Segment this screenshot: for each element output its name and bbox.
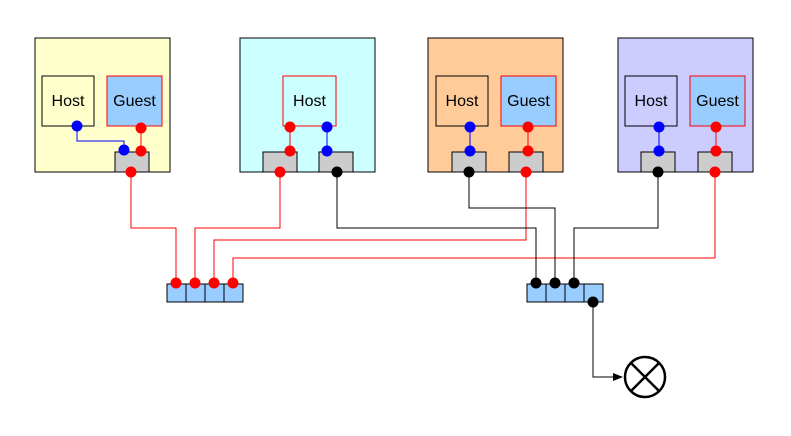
wire-red-m1 (130, 172, 177, 283)
machine-box-2 (239, 37, 376, 173)
wire-black-m4 (573, 172, 659, 283)
host-label-2: Host (293, 93, 326, 110)
dots-red (125, 121, 722, 289)
host-label-4: Host (635, 93, 668, 110)
host-box-2 (282, 75, 337, 127)
host-box-4 (624, 75, 678, 127)
uplink-wire (592, 302, 623, 381)
crossed-circle-icon (623, 355, 667, 399)
wire-red-m2 (194, 172, 281, 283)
guest-label-1: Guest (113, 93, 156, 110)
guest-box-1 (106, 75, 163, 127)
dots-blue (71, 120, 665, 157)
guest-label-4: Guest (696, 93, 739, 110)
host-box-3 (435, 75, 489, 127)
dots-black (331, 166, 664, 308)
wire-red-m4 (232, 172, 716, 283)
host-box-1 (41, 75, 95, 127)
host-label-3: Host (446, 93, 479, 110)
wire-black-m3 (468, 172, 556, 283)
guest-box-4 (689, 75, 746, 127)
guest-box-3 (500, 75, 557, 127)
wire-black-m2 (336, 172, 537, 283)
switch-right (526, 283, 604, 303)
host-label-1: Host (52, 93, 85, 110)
guest-label-3: Guest (507, 93, 550, 110)
wire-red-m3 (213, 172, 527, 283)
